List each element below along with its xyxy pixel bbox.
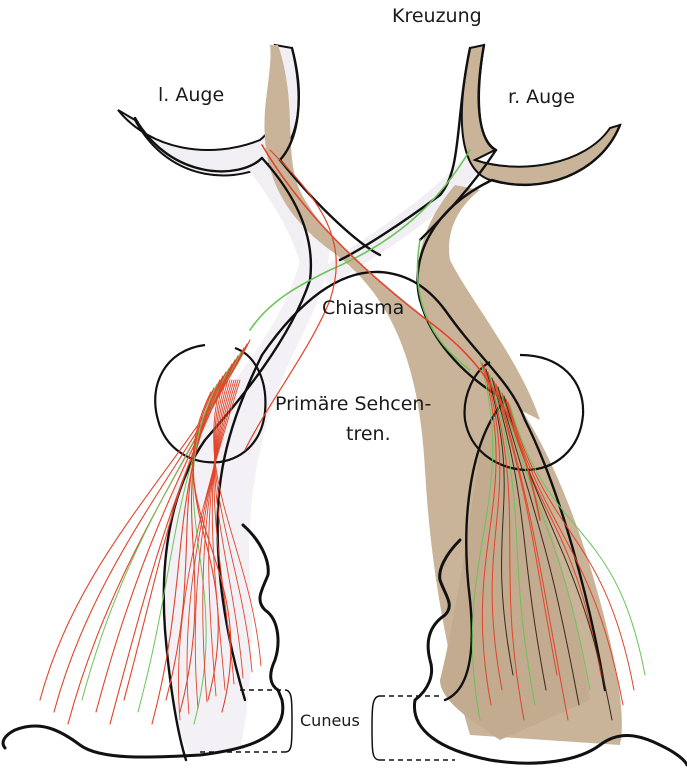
primary-centers-label-line2: tren. [346, 423, 391, 445]
cuneus-label: Cuneus [300, 711, 360, 730]
right-cuneus-dash [380, 696, 455, 760]
right-cuneus-brace [372, 696, 380, 760]
primary-centers-label-line1: Primäre Sehcen- [275, 393, 431, 415]
left-eye-label: l. Auge [158, 84, 224, 106]
right-eye-label: r. Auge [508, 86, 575, 108]
chiasma-label: Chiasma [322, 297, 404, 319]
kreuzung-label: Kreuzung [392, 5, 482, 27]
left-cuneus-brace [285, 690, 292, 752]
